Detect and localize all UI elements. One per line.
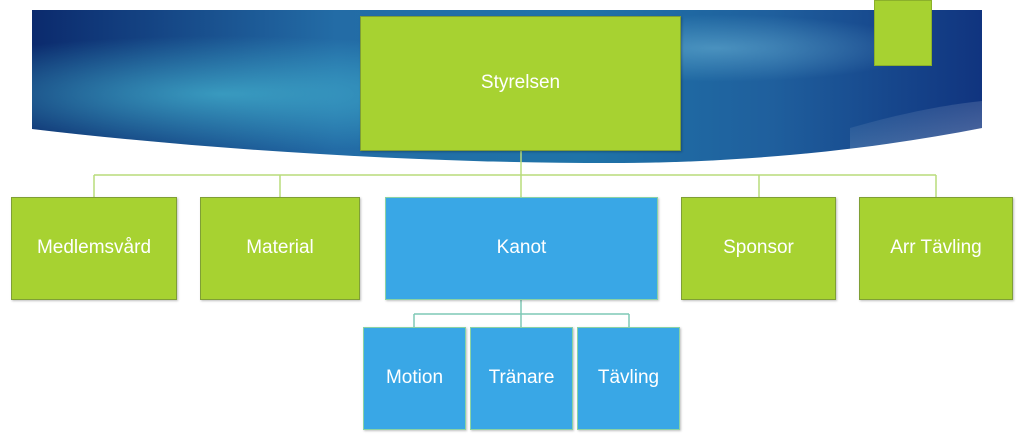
org-node-label: Sponsor [723, 237, 794, 259]
org-node-arr-tavling[interactable]: Arr Tävling [859, 197, 1013, 300]
org-node-motion[interactable]: Motion [363, 327, 466, 430]
corner-accent-square [874, 0, 932, 66]
org-node-label: Material [246, 237, 314, 259]
org-node-sponsor[interactable]: Sponsor [681, 197, 836, 300]
org-node-label: Tävling [597, 367, 660, 389]
org-node-label: Kanot [496, 237, 547, 259]
org-node-label: Medlemsvård [36, 237, 152, 259]
org-node-kanot[interactable]: Kanot [385, 197, 658, 300]
org-node-medlemsvard[interactable]: Medlemsvård [11, 197, 177, 300]
org-node-label: Motion [385, 367, 444, 389]
org-node-label: Tränare [488, 367, 555, 389]
org-node-label: Arr Tävling [890, 237, 982, 259]
org-node-label: Styrelsen [480, 72, 561, 94]
org-node-styrelsen[interactable]: Styrelsen [360, 16, 681, 151]
org-node-tranare[interactable]: Tränare [470, 327, 573, 430]
org-node-tavling[interactable]: Tävling [577, 327, 680, 430]
org-node-material[interactable]: Material [200, 197, 360, 300]
